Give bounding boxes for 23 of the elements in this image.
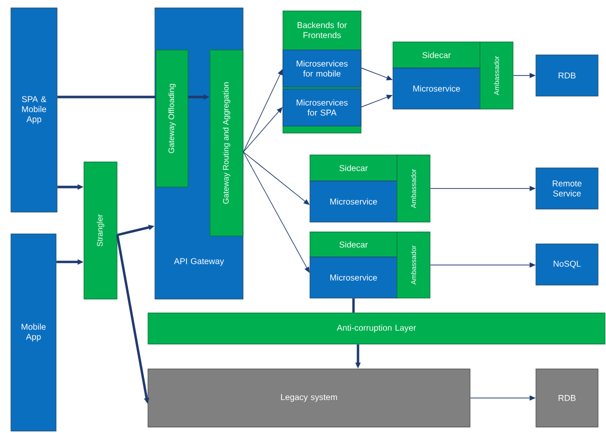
microservice-box: Microservice xyxy=(392,68,480,110)
microservice-box: Microservice xyxy=(310,180,398,222)
arrow xyxy=(243,69,283,152)
client-box: Mobile App xyxy=(10,234,56,432)
service-box: Remote Service xyxy=(536,168,598,210)
service-box: Microservices for SPA xyxy=(282,88,362,126)
datastore-box: RDB xyxy=(536,54,598,96)
sidecar-box: Sidecar xyxy=(392,42,480,68)
sidecar-box: Sidecar xyxy=(310,232,398,258)
arrow xyxy=(243,152,310,273)
microservice-box: Microservice xyxy=(310,256,398,298)
sidecar-box: Sidecar xyxy=(310,154,398,182)
layer-bar: Anti-corruption Layer xyxy=(148,312,606,344)
datastore-box: RDB xyxy=(536,368,598,428)
legacy-box: Legacy system xyxy=(148,368,470,428)
datastore-box: NoSQL xyxy=(536,244,598,286)
connector-line xyxy=(57,96,156,98)
client-box: SPA & Mobile App xyxy=(10,8,58,212)
gateway-component-box: Gateway Routing and Aggregation xyxy=(210,50,244,236)
gateway-component-box: Gateway Offloading xyxy=(156,50,188,188)
connector-line xyxy=(352,298,355,313)
strangler-box: Strangler xyxy=(84,162,118,300)
service-box: Microservices for mobile xyxy=(282,50,362,88)
